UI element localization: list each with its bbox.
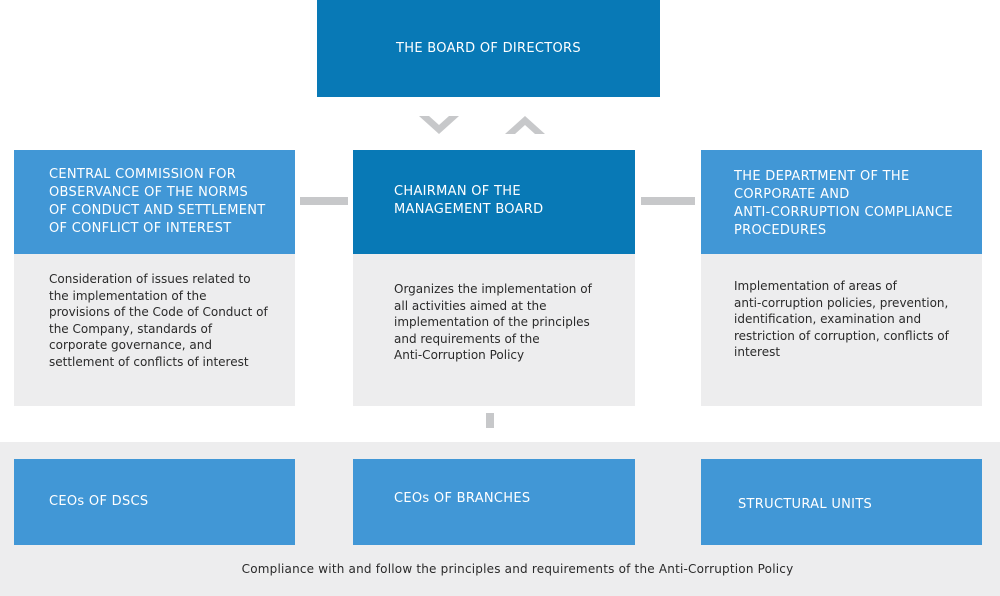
- connector-vertical: [486, 413, 494, 428]
- chairman-title: CHAIRMAN OF THE MANAGEMENT BOARD: [394, 184, 544, 217]
- chairman-description-box: Organizes the implementation of all acti…: [353, 254, 635, 406]
- commission-description-box: Consideration of issues related to the i…: [14, 254, 295, 406]
- unit-box-structural: STRUCTURAL UNITS: [701, 459, 982, 545]
- connector-right: [641, 197, 695, 205]
- compliance-footer: Compliance with and follow the principle…: [241, 562, 794, 576]
- unit-box-dscs: CEOs OF DSCS: [14, 459, 295, 545]
- commission-header-box: CENTRAL COMMISSION FOR OBSERVANCE OF THE…: [14, 150, 295, 254]
- unit-label-structural: STRUCTURAL UNITS: [738, 497, 873, 512]
- arrow-up-notch: [515, 125, 535, 134]
- department-title: THE DEPARTMENT OF THE CORPORATE AND ANTI…: [734, 169, 953, 238]
- unit-box-branches: CEOs OF BRANCHES: [353, 459, 635, 545]
- execution-panel: CEOs OF DSCS CEOs OF BRANCHES STRUCTURAL…: [0, 442, 1000, 596]
- department-description: Implementation of areas of anti-corrupti…: [734, 279, 949, 359]
- board-of-directors-box: THE BOARD OF DIRECTORS: [317, 0, 660, 97]
- department-header-box: THE DEPARTMENT OF THE CORPORATE AND ANTI…: [701, 150, 982, 254]
- commission-description: Consideration of issues related to the i…: [49, 272, 268, 369]
- unit-label-branches: CEOs OF BRANCHES: [394, 491, 531, 506]
- commission-title: CENTRAL COMMISSION FOR OBSERVANCE OF THE…: [49, 167, 266, 236]
- connector-left: [300, 197, 348, 205]
- unit-label-dscs: CEOs OF DSCS: [49, 494, 149, 509]
- department-description-box: Implementation of areas of anti-corrupti…: [701, 254, 982, 406]
- chairman-header-box: CHAIRMAN OF THE MANAGEMENT BOARD: [353, 150, 635, 254]
- arrow-down-notch: [429, 116, 449, 125]
- board-of-directors-title: THE BOARD OF DIRECTORS: [396, 41, 581, 56]
- chairman-description: Organizes the implementation of all acti…: [394, 282, 592, 362]
